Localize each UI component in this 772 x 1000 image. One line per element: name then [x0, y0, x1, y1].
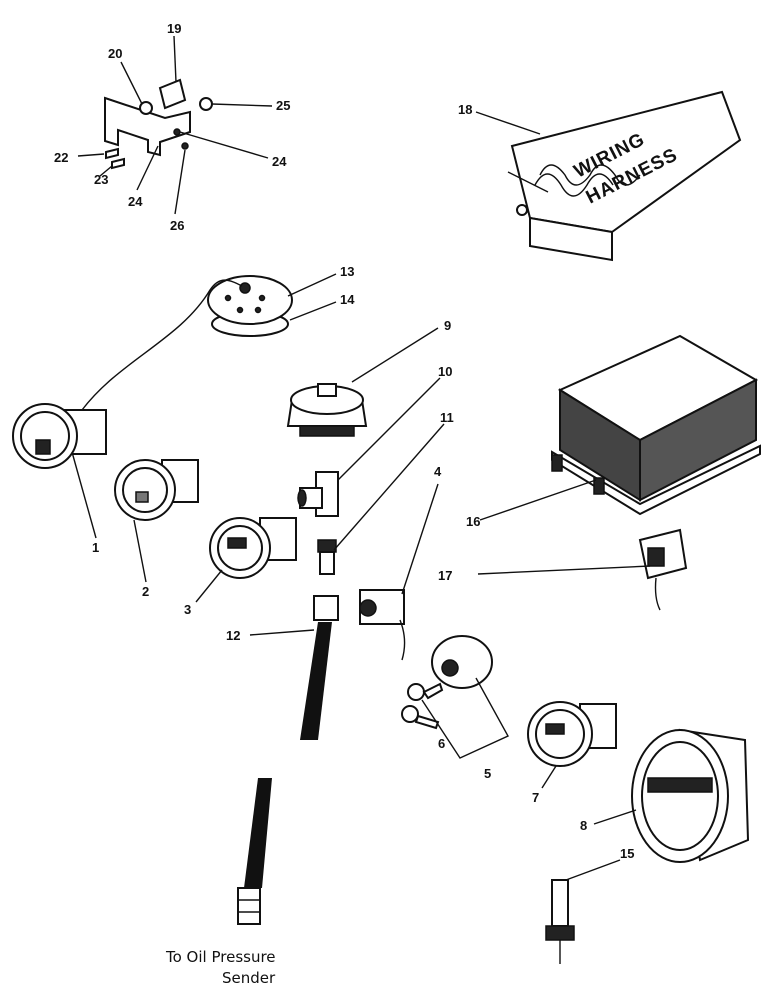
label-24a: 24 — [272, 154, 287, 169]
gauge-7 — [527, 701, 617, 789]
hose-upper — [249, 595, 339, 740]
label-25: 25 — [276, 98, 290, 113]
ignition-switch — [401, 635, 509, 759]
label-22: 22 — [54, 150, 68, 165]
label-17: 17 — [438, 568, 452, 583]
label-20: 20 — [108, 46, 122, 61]
label-12: 12 — [226, 628, 240, 643]
relay-box — [479, 334, 761, 521]
label-11: 11 — [440, 410, 454, 425]
caption-line-2: Sender — [222, 969, 276, 987]
caption-line-1: To Oil Pressure — [165, 948, 276, 966]
hour-meter — [593, 728, 750, 863]
label-24b: 24 — [128, 194, 143, 209]
label-2: 2 — [142, 584, 149, 599]
gauge-1 — [12, 403, 107, 539]
label-26: 26 — [170, 218, 184, 233]
gauge-2 — [114, 459, 199, 583]
part-9-cap — [286, 327, 439, 437]
label-1: 1 — [92, 540, 99, 555]
label-8: 8 — [580, 818, 587, 833]
nipple-fitting — [317, 423, 445, 575]
label-6: 6 — [438, 736, 445, 751]
label-15: 15 — [620, 846, 634, 861]
label-4: 4 — [434, 464, 442, 479]
oil-pressure-sender — [207, 273, 337, 337]
wiring-harness-box: WIRING HARNESS — [475, 90, 742, 262]
gauge-3 — [195, 517, 297, 603]
tee-fitting — [297, 377, 441, 517]
label-16: 16 — [466, 514, 480, 529]
bracket-assembly — [104, 78, 213, 170]
label-7: 7 — [532, 790, 539, 805]
label-3: 3 — [184, 602, 191, 617]
gauge-cable — [81, 279, 243, 411]
label-23: 23 — [94, 172, 108, 187]
label-9: 9 — [444, 318, 451, 333]
label-13: 13 — [340, 264, 354, 279]
label-5: 5 — [484, 766, 491, 781]
bracket-leaders — [77, 35, 273, 215]
label-14: 14 — [340, 292, 355, 307]
hose-lower — [237, 778, 272, 925]
label-10: 10 — [438, 364, 452, 379]
label-19: 19 — [167, 21, 181, 36]
connector-17 — [477, 528, 688, 611]
label-18: 18 — [458, 102, 472, 117]
switch-4 — [359, 483, 439, 661]
sensor-15 — [545, 859, 621, 964]
